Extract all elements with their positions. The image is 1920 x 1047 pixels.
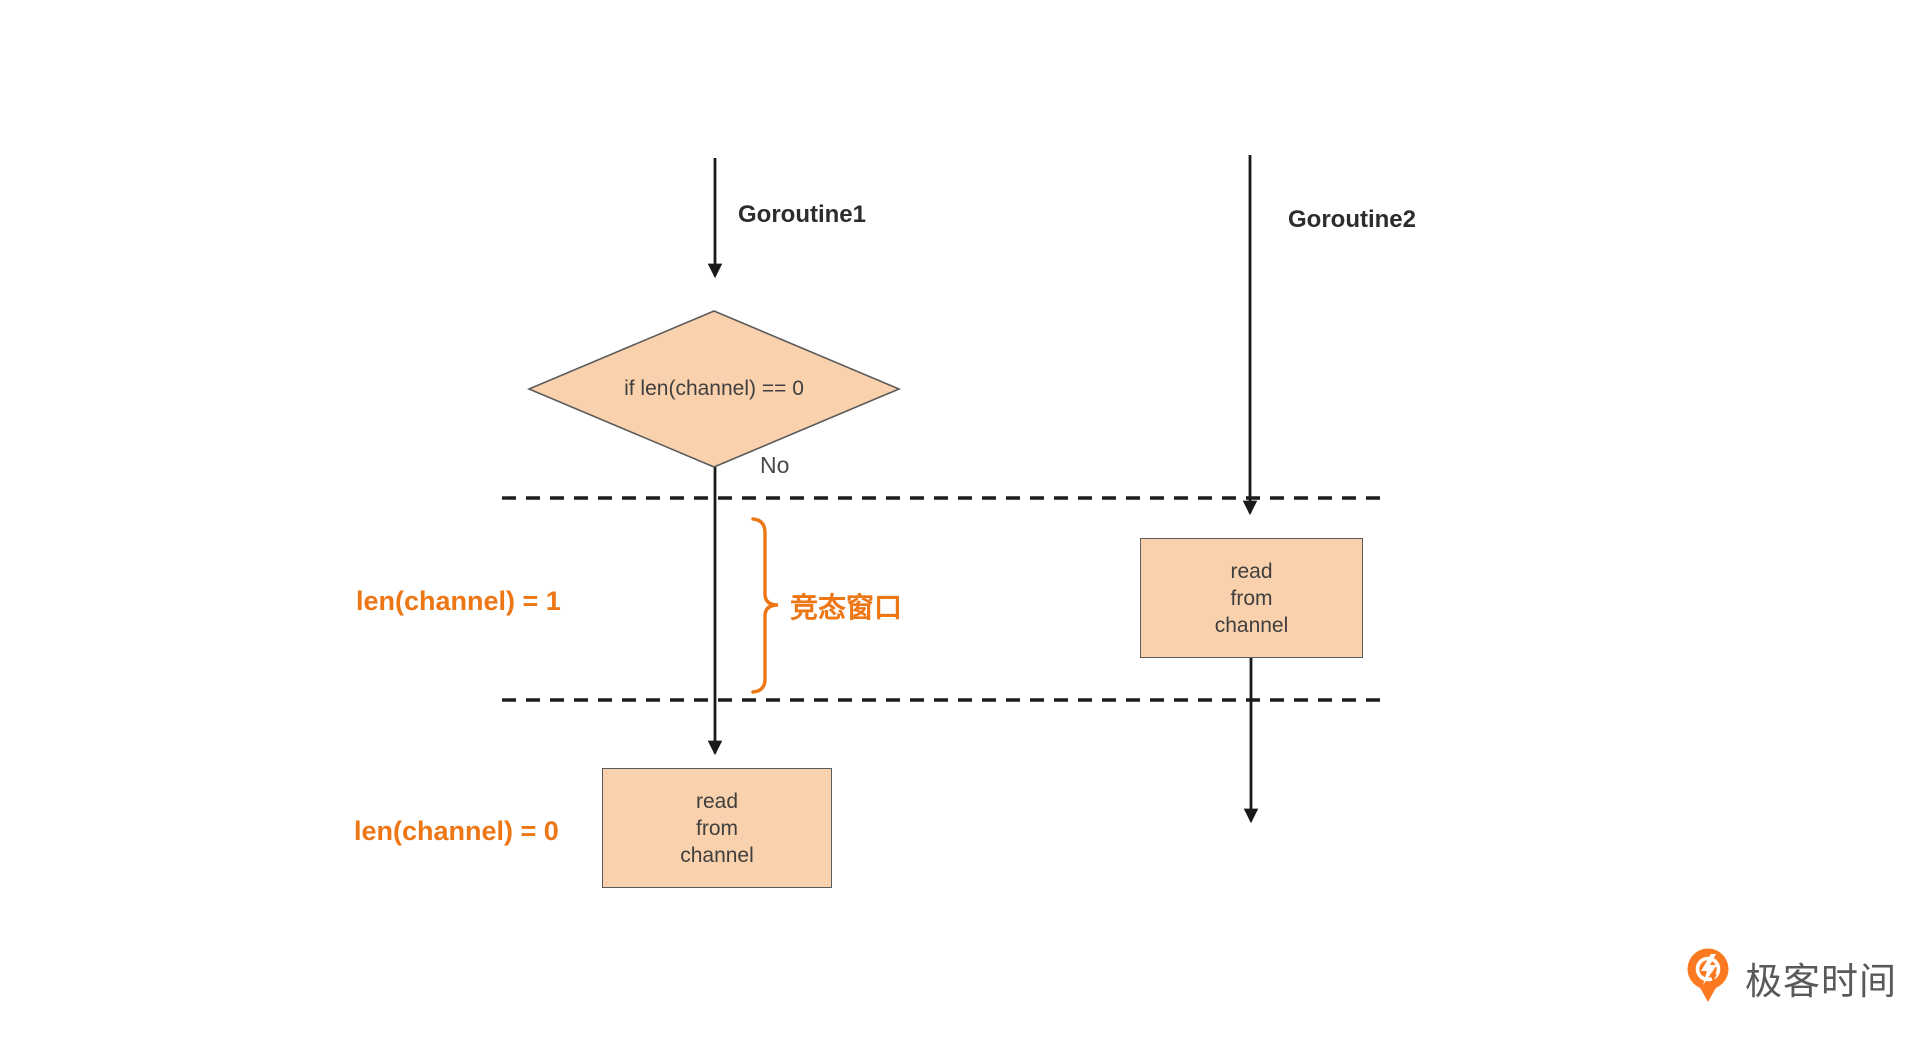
goroutine1-read-from-channel-box: read from channel [602, 768, 832, 888]
decision-diamond-shape [526, 310, 902, 468]
geektime-brand: 极客时间 [1686, 948, 1897, 1008]
decision-diamond-label: if len(channel) == 0 [624, 377, 804, 400]
box-text-line: read [695, 789, 739, 813]
channel-len-1-annotation: len(channel) = 1 [356, 586, 561, 616]
box-text-line: from [696, 816, 738, 840]
goroutine2-read-from-channel-box: read from channel [1140, 538, 1363, 658]
race-window-brace [751, 517, 779, 694]
box-text-line: read [1230, 559, 1273, 583]
goroutine1-label: Goroutine1 [738, 201, 867, 228]
box-text-line: channel [1214, 613, 1289, 637]
decision-no-branch-label: No [760, 452, 790, 478]
geektime-logo-icon [1687, 948, 1729, 1002]
box-text-line: channel [680, 843, 754, 867]
box-text-line: from [1230, 586, 1273, 610]
goroutine2-label: Goroutine2 [1288, 206, 1417, 233]
geektime-brand-text: 极客时间 [1745, 961, 1897, 1002]
race-window-annotation: 竞态窗口 [790, 592, 903, 623]
channel-len-0-annotation: len(channel) = 0 [354, 816, 559, 846]
